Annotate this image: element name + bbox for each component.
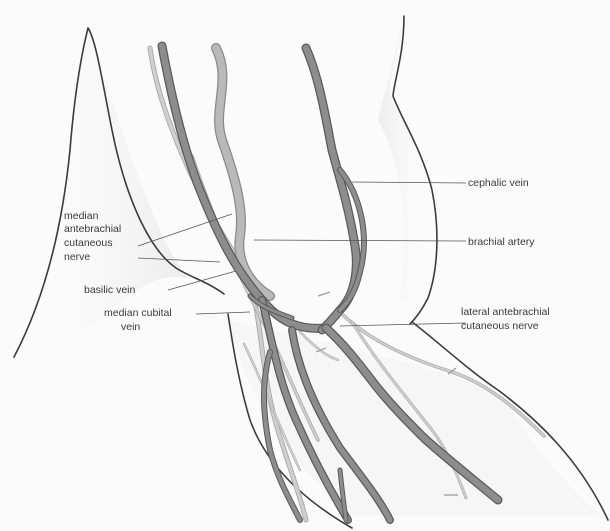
leader-lateral-antebrachial [340, 323, 466, 326]
leader-median-cubital-vein [196, 312, 250, 314]
label-basilic-vein: basilic vein [84, 284, 136, 296]
label-median-cubital-vein: median cubital vein [104, 307, 175, 333]
brachial-artery [216, 48, 270, 296]
leader-brachial-artery [254, 240, 466, 241]
label-cephalic-vein: cephalic vein [468, 177, 529, 189]
label-brachial-artery: brachial artery [468, 236, 535, 248]
label-lateral-antebrachial-cutaneous-nerve: lateral antebrachial cutaneous nerve [461, 306, 553, 332]
leader-cephalic-vein [352, 182, 466, 183]
